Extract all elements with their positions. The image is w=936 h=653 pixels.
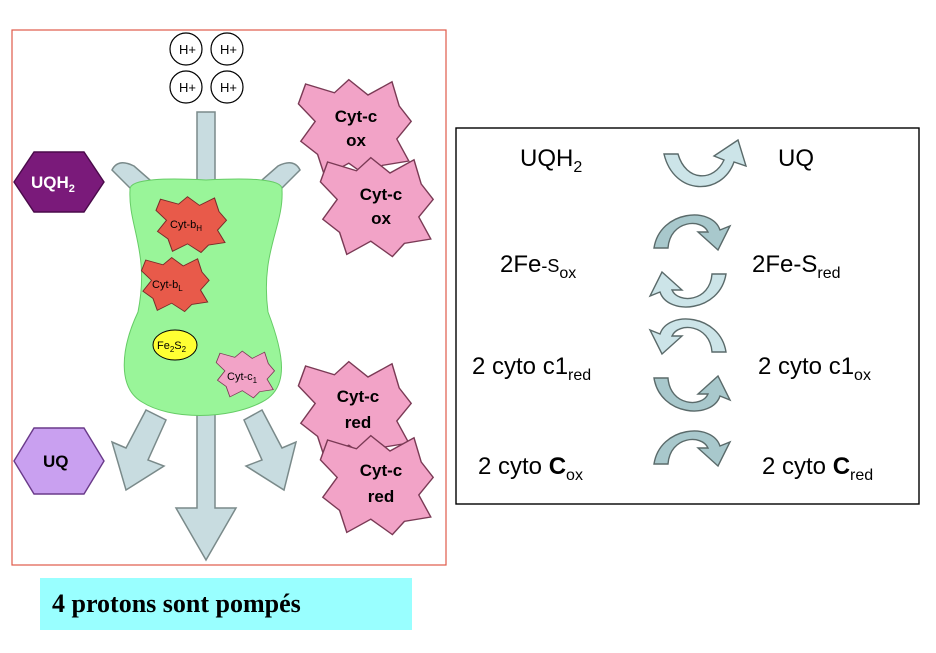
uqh2-hexagon: UQH2 (13, 151, 105, 213)
cyt-bl: Cyt-bL (140, 257, 210, 313)
proton-2: H+ (210, 32, 244, 66)
cyt-c-red-2: Cyt-c red (319, 434, 434, 536)
row3-left: 2 cyto c1red (472, 353, 591, 384)
svg-text:H+: H+ (220, 42, 237, 57)
curved-arrow-icon (663, 138, 748, 188)
svg-text:ox: ox (346, 131, 366, 150)
protons-group: H+ H+ H+ H+ (169, 32, 244, 104)
cyt-c-ox-2: Cyt-c ox (319, 156, 434, 258)
row2-left: 2Fe-Sox (500, 251, 576, 282)
svg-text:ox: ox (371, 209, 391, 228)
reactions-frame (455, 127, 920, 505)
proton-3: H+ (169, 70, 203, 104)
proton-up-arrow (196, 111, 216, 191)
svg-text:Fe2S2: Fe2S2 (157, 340, 187, 354)
svg-text:Cyt-bL: Cyt-bL (152, 279, 183, 293)
svg-text:Cyt-c1: Cyt-c1 (227, 371, 258, 385)
svg-text:Cyt-c: Cyt-c (335, 107, 378, 126)
svg-text:H+: H+ (220, 80, 237, 95)
cyt-c1: Cyt-c1 (215, 350, 275, 399)
cyt-c-ox-1: Cyt-c ox (297, 78, 412, 180)
row1-left: UQH2 (520, 145, 582, 176)
svg-text:Cyt-bH: Cyt-bH (170, 219, 202, 233)
svg-text:H+: H+ (179, 80, 196, 95)
svg-text:red: red (345, 413, 371, 432)
fes-cluster: Fe2S2 (152, 329, 198, 361)
uq-hexagon: UQ (13, 427, 105, 495)
svg-text:red: red (368, 487, 394, 506)
complex-panel: H+ H+ H+ H+ (11, 29, 447, 566)
row2-right: 2Fe-Sred (752, 251, 840, 282)
cyt-c-red-1: Cyt-c red (297, 360, 412, 462)
row1-right: UQ (778, 145, 814, 172)
row4-left: 2 cyto Cox (478, 453, 583, 484)
proton-1: H+ (169, 32, 203, 66)
cyt-bh: Cyt-bH (155, 196, 228, 254)
reactions-panel: UQH2 UQ 2Fe-Sox 2Fe-Sred 2 cyto c1red 2 … (455, 127, 920, 505)
svg-text:Cyt-c: Cyt-c (337, 387, 380, 406)
svg-text:Cyt-c: Cyt-c (360, 185, 403, 204)
caption-banner: 4 protons sont pompés (40, 578, 412, 630)
row3-right: 2 cyto c1ox (758, 353, 871, 384)
svg-text:UQH2: UQH2 (31, 173, 75, 195)
svg-text:Cyt-c: Cyt-c (360, 461, 403, 480)
proton-down-arrow (174, 399, 238, 562)
svg-text:UQ: UQ (43, 452, 69, 471)
svg-text:H+: H+ (179, 42, 196, 57)
bottom-right-arrow (243, 408, 298, 492)
proton-4: H+ (210, 70, 244, 104)
bottom-left-arrow (110, 409, 167, 492)
row4-right: 2 cyto Cred (762, 453, 873, 484)
